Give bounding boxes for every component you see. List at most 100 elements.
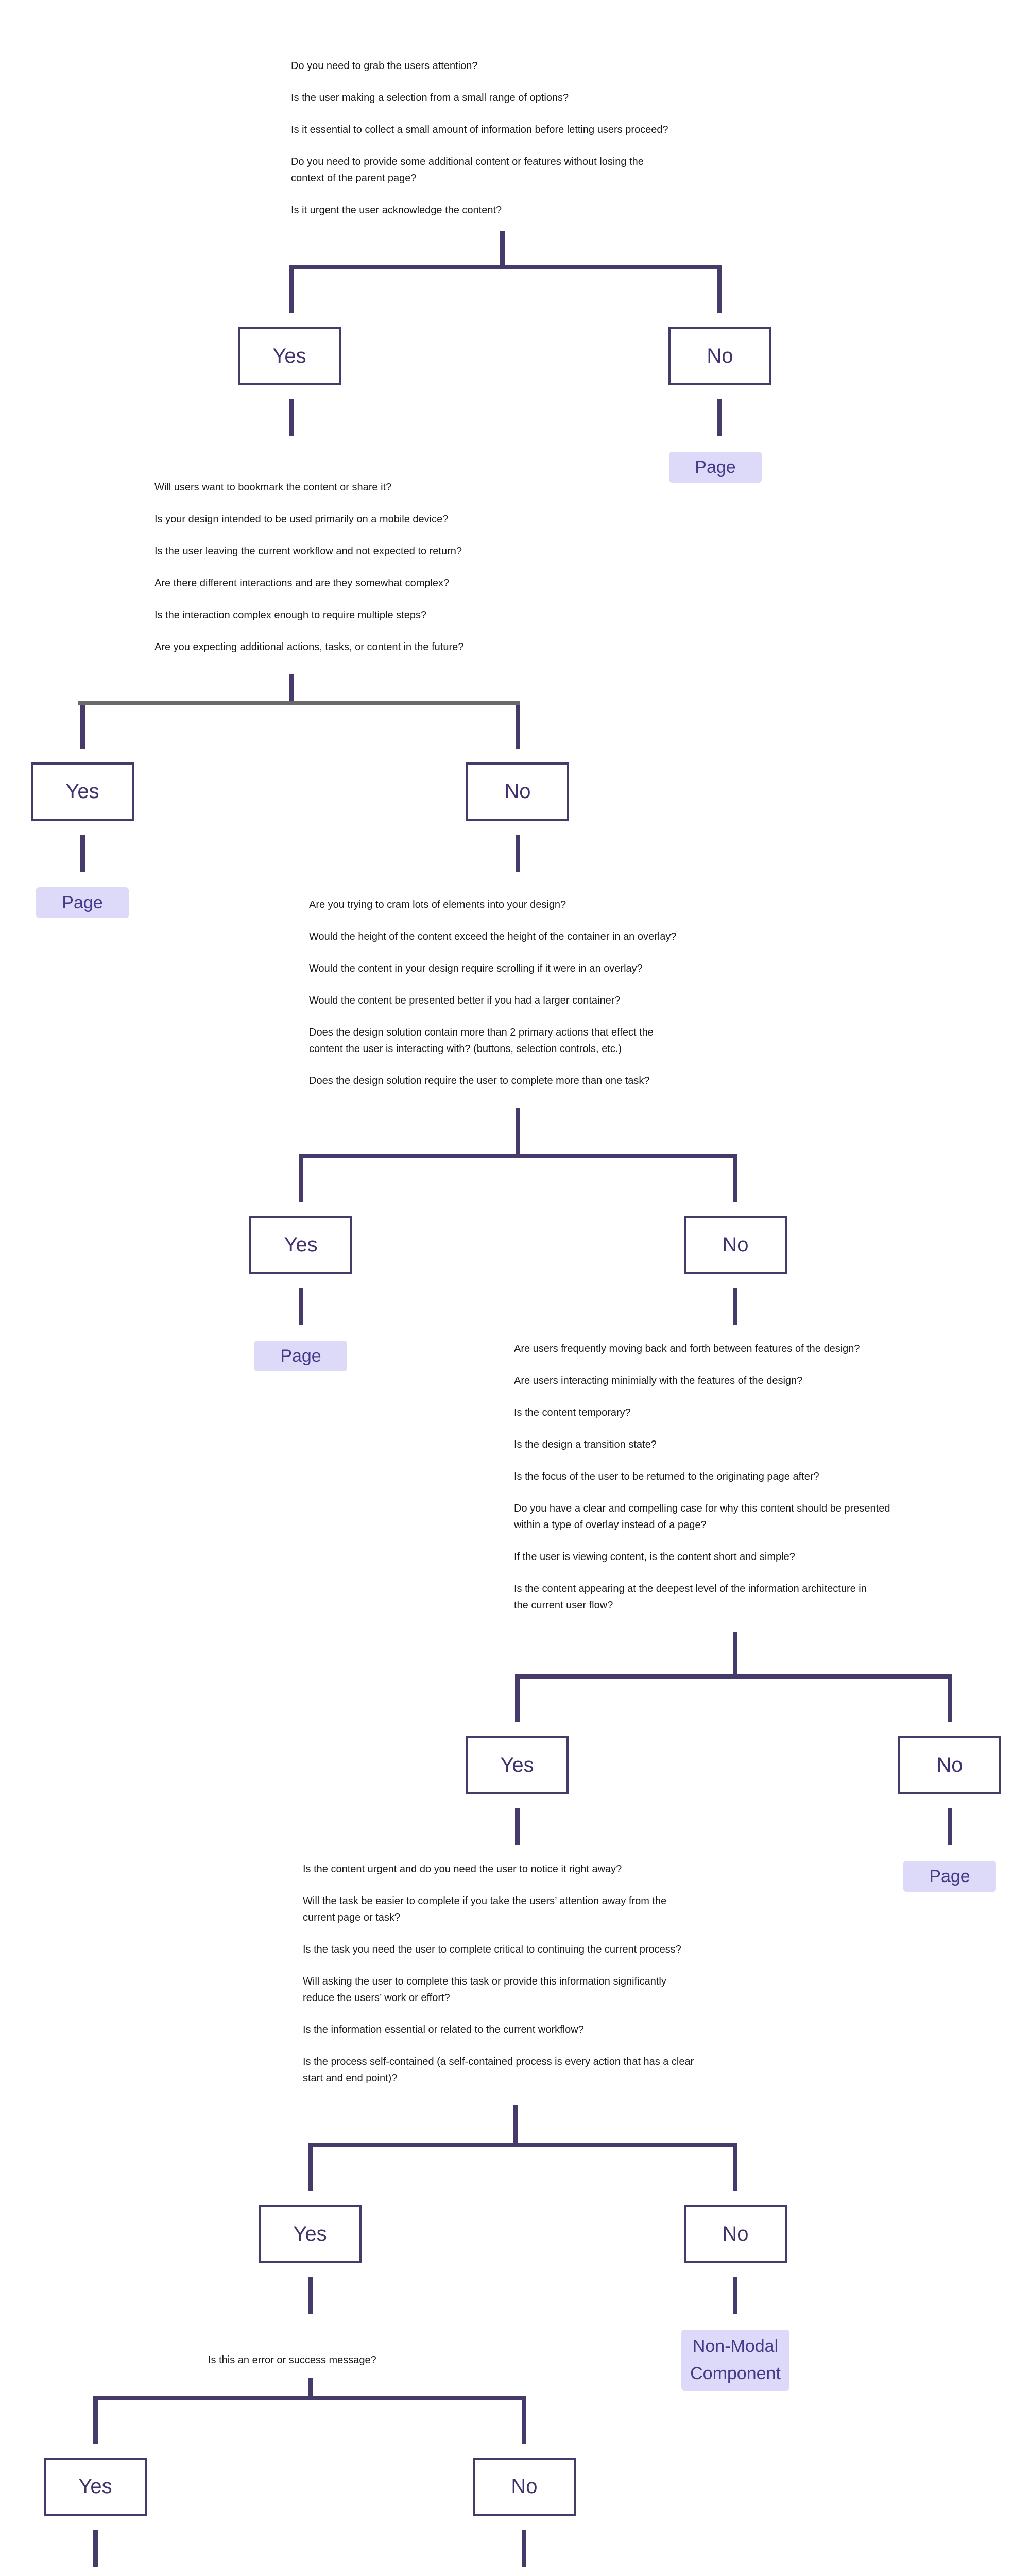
node-tail — [80, 835, 85, 872]
question: Does the design solution require the use… — [309, 1075, 650, 1087]
connector-stem — [733, 1632, 737, 1674]
branch-connector — [93, 2396, 526, 2400]
node-tail — [733, 1288, 737, 1325]
question: Are you trying to cram lots of elements … — [309, 899, 566, 910]
node-tail — [516, 835, 520, 872]
question: Is the design a transition state? — [514, 1439, 657, 1450]
no-node: No — [684, 1216, 787, 1274]
question: If the user is viewing content, is the c… — [514, 1551, 795, 1563]
branch-connector — [78, 701, 520, 705]
yes-node: Yes — [259, 2205, 362, 2263]
question: Is the focus of the user to be returned … — [514, 1471, 819, 1482]
yes-label: Yes — [293, 2223, 327, 2245]
question: Will the task be easier to complete if y… — [303, 1895, 667, 1923]
question-block-1: Do you need to grab the users attention?… — [291, 58, 806, 234]
connector-stem — [516, 1108, 520, 1154]
branch-drop — [93, 2400, 98, 2444]
question-block-4: Are users frequently moving back and for… — [514, 1341, 1029, 1629]
question: Are you expecting additional actions, ta… — [154, 641, 464, 653]
node-tail — [948, 1808, 952, 1845]
branch-drop — [733, 2147, 737, 2191]
yes-node: Yes — [249, 1216, 352, 1274]
outcome-page-badge: Page — [903, 1861, 996, 1892]
yes-label: Yes — [500, 1754, 534, 1776]
yes-node: Yes — [466, 1736, 569, 1794]
question: Would the content be presented better if… — [309, 995, 621, 1006]
question: Would the content in your design require… — [309, 963, 643, 974]
question: Is the process self-contained (a self-co… — [303, 2056, 694, 2084]
outcome-page-badge: Page — [254, 1341, 347, 1371]
question: Are there different interactions and are… — [154, 578, 450, 589]
outcome-page-badge: Page — [36, 887, 129, 918]
no-node: No — [466, 762, 569, 821]
question: Is the task you need the user to complet… — [303, 1944, 681, 1955]
no-label: No — [722, 2223, 749, 2245]
question: Do you need to provide some additional c… — [291, 156, 644, 184]
question: Is your design intended to be used prima… — [154, 514, 449, 525]
no-node: No — [898, 1736, 1001, 1794]
branch-connector — [299, 1154, 737, 1158]
question-block-5: Is the content urgent and do you need th… — [303, 1861, 818, 2102]
yes-label: Yes — [78, 2475, 112, 2498]
branch-drop — [522, 2400, 526, 2444]
question-error-or-success: Is this an error or success message? — [208, 2352, 723, 2384]
no-label: No — [511, 2475, 538, 2498]
branch-drop — [733, 1158, 737, 1202]
node-tail — [93, 2530, 98, 2567]
connector-stem — [513, 2105, 518, 2143]
no-label: No — [936, 1754, 963, 1776]
question: Does the design solution contain more th… — [309, 1027, 654, 1055]
yes-node: Yes — [238, 327, 341, 385]
no-node: No — [473, 2458, 576, 2516]
no-label: No — [504, 780, 531, 803]
no-label: No — [722, 1233, 749, 1256]
outcome-page-badge: Page — [669, 452, 762, 483]
outcome-non-modal-badge: Non-Modal Component — [681, 2330, 789, 2391]
question: Are users frequently moving back and for… — [514, 1343, 860, 1354]
branch-connector — [515, 1674, 952, 1679]
node-tail — [515, 1808, 520, 1845]
yes-label: Yes — [272, 345, 306, 367]
no-label: No — [707, 345, 733, 367]
node-tail — [308, 2277, 313, 2314]
question: Is the user making a selection from a sm… — [291, 92, 569, 104]
branch-drop — [289, 269, 294, 313]
node-tail — [289, 399, 294, 436]
yes-node: Yes — [44, 2458, 147, 2516]
question: Would the height of the content exceed t… — [309, 931, 677, 942]
branch-drop — [299, 1158, 303, 1202]
question: Do you need to grab the users attention? — [291, 60, 478, 72]
no-node: No — [668, 327, 771, 385]
question: Is this an error or success message? — [208, 2354, 376, 2366]
question: Is the information essential or related … — [303, 2024, 584, 2036]
branch-drop — [308, 2147, 313, 2191]
node-tail — [733, 2277, 737, 2314]
question: Is the user leaving the current workflow… — [154, 546, 462, 557]
yes-node: Yes — [31, 762, 134, 821]
branch-connector — [308, 2143, 737, 2147]
question: Is the content appearing at the deepest … — [514, 1583, 867, 1611]
branch-drop — [80, 705, 85, 749]
question-block-3: Are you trying to cram lots of elements … — [309, 896, 824, 1105]
branch-drop — [717, 269, 722, 313]
node-tail — [522, 2530, 526, 2567]
yes-label: Yes — [284, 1233, 318, 1256]
no-node: No — [684, 2205, 787, 2263]
connector-stem — [289, 674, 294, 701]
question: Will users want to bookmark the content … — [154, 482, 392, 493]
question: Is it essential to collect a small amoun… — [291, 124, 668, 135]
question: Do you have a clear and compelling case … — [514, 1503, 890, 1531]
question: Is it urgent the user acknowledge the co… — [291, 205, 502, 216]
question-block-2: Will users want to bookmark the content … — [154, 479, 670, 671]
branch-drop — [516, 705, 520, 749]
branch-drop — [515, 1679, 520, 1722]
question: Is the content urgent and do you need th… — [303, 1863, 622, 1875]
branch-connector — [289, 265, 722, 269]
connector-stem — [308, 2378, 313, 2396]
question: Is the interaction complex enough to req… — [154, 609, 427, 621]
yes-label: Yes — [65, 780, 99, 803]
branch-drop — [948, 1679, 952, 1722]
question: Is the content temporary? — [514, 1407, 631, 1418]
question: Are users interacting minimially with th… — [514, 1375, 803, 1386]
